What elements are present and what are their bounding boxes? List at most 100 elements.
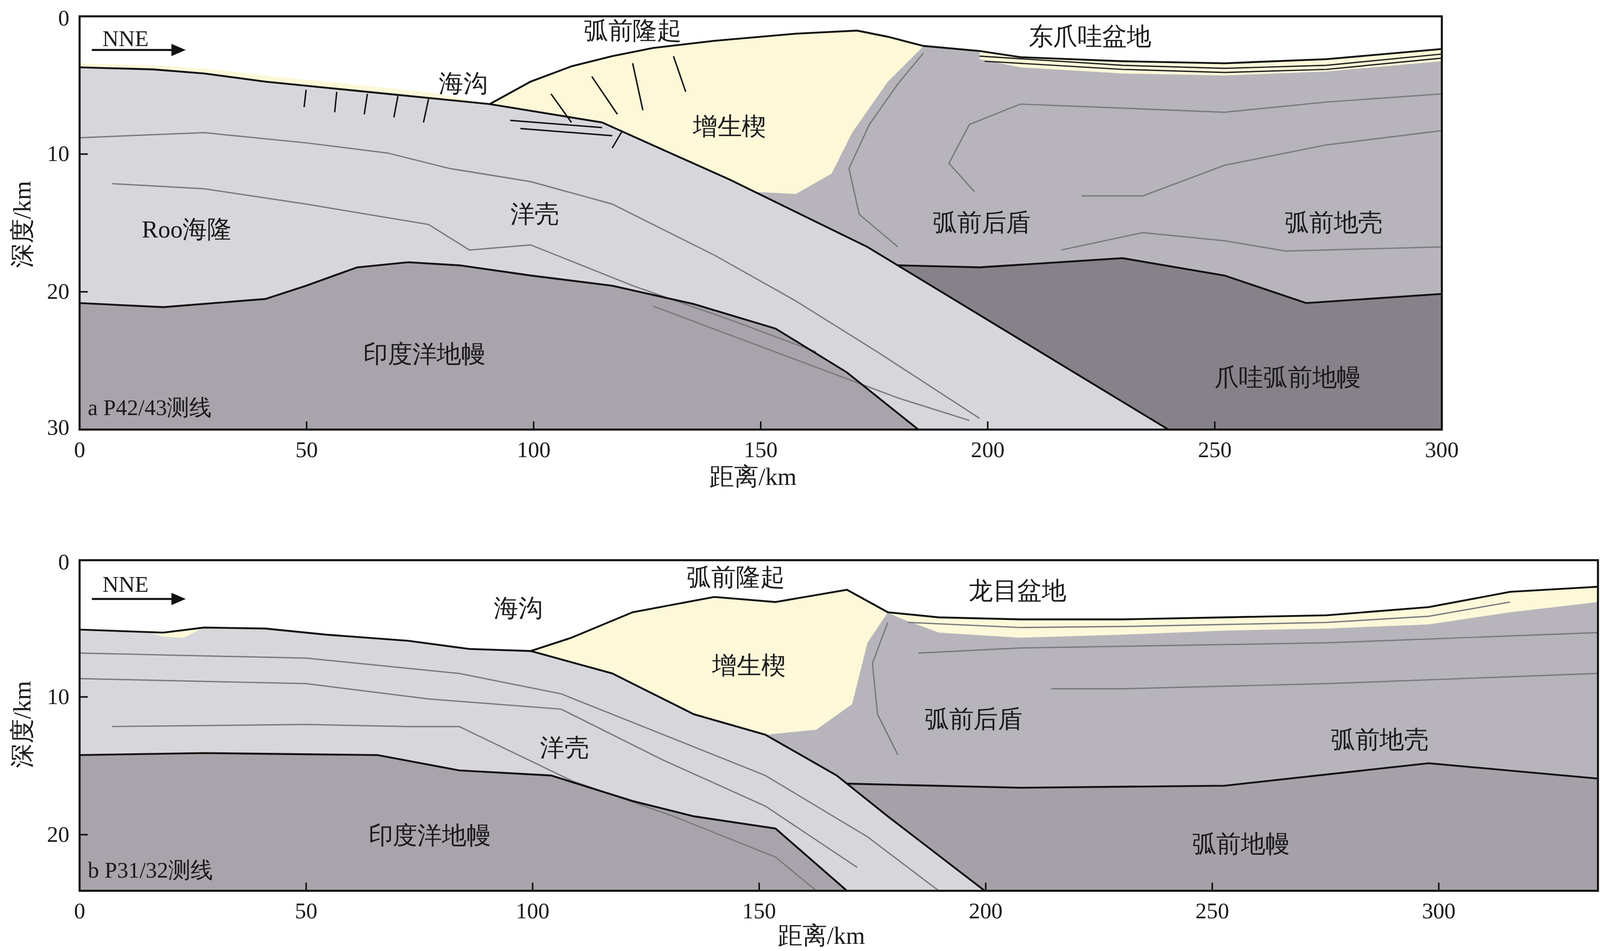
unit-label: 弧前后盾: [924, 707, 1023, 732]
panel-label: a P42/43测线: [87, 396, 212, 420]
unit-label: 弧前地幔: [1192, 831, 1291, 857]
tick-label: 200: [968, 899, 1003, 923]
tick-label: 100: [516, 438, 551, 462]
slab-interface: [489, 104, 1169, 430]
direction-label: NNE: [102, 27, 149, 51]
forearc-layer-line: [1081, 130, 1442, 196]
fault-stroke: [304, 89, 307, 108]
unit-label: 洋壳: [510, 202, 560, 227]
layer-lines: [79, 602, 1599, 892]
moho-line: [79, 262, 919, 430]
tick-label: 300: [1425, 438, 1459, 462]
tick: [759, 421, 762, 430]
moho-line: [846, 763, 1598, 788]
unit-label: 爪哇弧前地幔: [1214, 365, 1362, 391]
fault-stroke: [632, 63, 643, 111]
axis-title: 深度/km: [10, 181, 35, 269]
region-label: 海沟: [493, 595, 544, 621]
unit-label: 印度洋地幔: [368, 823, 492, 849]
fault-stroke: [394, 95, 399, 118]
tick: [531, 882, 534, 891]
layer-lines: [79, 53, 1442, 421]
forearc-layer-line: [1051, 673, 1599, 689]
basin-reflector: [979, 54, 1442, 69]
forearc-mantle: [898, 258, 1443, 430]
region-label: 弧前隆起: [686, 565, 785, 590]
tick: [79, 696, 88, 698]
fault-stroke: [673, 55, 686, 92]
axis-ticks: [79, 153, 1215, 430]
crust-layer-line: [653, 305, 970, 421]
seafloor-line: [79, 30, 1442, 104]
region-label: 弧前隆起: [583, 18, 682, 43]
accretionary-wedge: [530, 589, 888, 735]
forearc-layer-line: [949, 93, 1443, 192]
unit-label: 印度洋地幔: [363, 341, 486, 367]
panel-b-section: [79, 560, 1599, 891]
tick: [1438, 882, 1440, 891]
tick-label: 50: [294, 899, 318, 923]
axis-ticks: [79, 696, 1439, 891]
panel-frame: [79, 16, 1442, 430]
tick-label: 20: [46, 280, 70, 303]
unit-label: Roo海隆: [141, 217, 232, 242]
panel-label: b P31/32测线: [87, 859, 213, 882]
tick-label: 150: [742, 899, 777, 923]
arrow-shaft: [91, 598, 174, 601]
forearc-layer-line: [1061, 232, 1443, 251]
tick: [305, 421, 308, 430]
tick: [1213, 421, 1216, 430]
crust-layer-line: [112, 183, 817, 353]
crust-layer-line: [112, 724, 817, 892]
tick-label: 30: [46, 416, 70, 439]
tick: [79, 291, 88, 293]
seafloor-line: [79, 586, 1599, 652]
tick-label: 20: [46, 823, 70, 846]
fault-stroke: [423, 98, 429, 123]
fault-stroke: [334, 91, 337, 113]
moho-line: [898, 258, 1443, 303]
boundaries: [79, 30, 1442, 430]
unit-label: 弧前地壳: [1330, 727, 1429, 752]
fault-stroke: [520, 128, 612, 136]
direction-label: NNE: [102, 573, 149, 596]
tick-label: 10: [46, 685, 70, 709]
region-label: 海沟: [438, 71, 489, 97]
tick: [79, 833, 88, 836]
axis-title: 深度/km: [10, 680, 35, 769]
tick-label: 250: [1197, 438, 1232, 462]
basin-reflector: [984, 58, 1442, 73]
region-label: 龙目盆地: [968, 578, 1067, 603]
tick-label: 100: [515, 899, 550, 923]
fault-stroke: [591, 76, 618, 115]
tick-label: 0: [73, 438, 85, 462]
boundaries: [79, 586, 1599, 892]
tick: [758, 882, 760, 891]
tick-label: 0: [73, 899, 85, 923]
unit-label: 弧前地壳: [1284, 210, 1383, 235]
tick: [305, 882, 307, 891]
tick: [1211, 882, 1213, 891]
fault-stroke: [510, 120, 603, 128]
arrow-head: [171, 592, 186, 605]
panel-frame: [79, 560, 1599, 891]
arrow-head: [171, 43, 186, 56]
unit-label: 弧前后盾: [932, 210, 1031, 235]
forearc-crust: [765, 586, 1599, 788]
crust-layer-line: [79, 678, 858, 868]
tick-label: 250: [1195, 899, 1229, 923]
slab-interface: [530, 650, 985, 891]
fault-stroke: [551, 93, 572, 123]
tick-label: 200: [971, 438, 1005, 462]
basin-reflector: [908, 602, 1511, 628]
region-label: 东爪哇盆地: [1028, 24, 1152, 50]
tick: [79, 153, 88, 155]
axis-title: 距离/km: [709, 464, 797, 489]
tick: [984, 882, 987, 891]
moho-line: [79, 752, 848, 891]
axis-title: 距离/km: [777, 923, 866, 948]
fault-stroke: [364, 93, 368, 115]
tick-label: 0: [58, 7, 70, 30]
panel-a-section: [79, 16, 1442, 430]
